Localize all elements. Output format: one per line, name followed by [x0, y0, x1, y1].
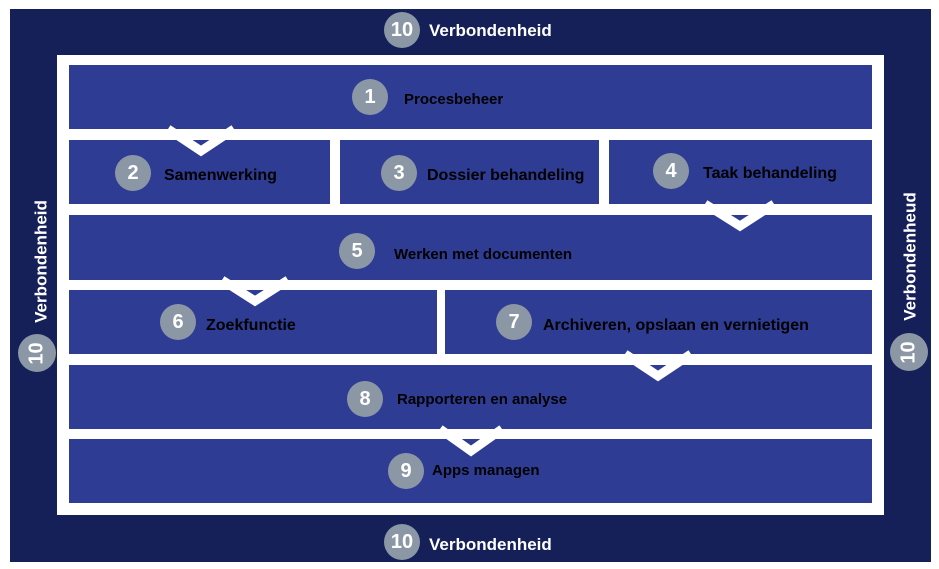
block-6-number-badge: 6: [160, 304, 196, 340]
inner-panel: [57, 55, 884, 515]
block-4-number: 4: [665, 159, 677, 182]
block-7-number-badge: 7: [496, 304, 532, 340]
chevron-8-to-9: [437, 425, 505, 457]
block-1-number: 1: [364, 85, 376, 108]
block-2-number-badge: 2: [115, 155, 151, 191]
frame-left-number-badge: 10: [18, 334, 56, 372]
chevron-1-to-2: [165, 125, 237, 157]
frame-top-number: 10: [390, 18, 414, 41]
block-2-number: 2: [127, 161, 139, 184]
block-4-label: Taak behandeling: [703, 165, 837, 182]
block-9-label: Apps managen: [432, 462, 540, 479]
block-7-label: Archiveren, opslaan en vernietigen: [543, 317, 809, 334]
block-5-number-badge: 5: [339, 233, 375, 269]
frame-bottom-number: 10: [390, 530, 414, 553]
block-5-number: 5: [351, 239, 363, 262]
block-7-number: 7: [508, 310, 520, 333]
frame-bottom-label: Verbondenheid: [429, 535, 552, 554]
block-5-label: Werken met documenten: [394, 246, 573, 263]
frame-right-number-badge: 10: [890, 333, 928, 371]
block-procesbeheer: [69, 65, 872, 129]
block-9-number-badge: 9: [388, 453, 424, 489]
frame-bottom-number-badge: 10: [384, 524, 420, 560]
block-8-number: 8: [359, 387, 371, 410]
block-3-label: Dossier behandeling: [427, 167, 585, 184]
chevron-7-to-8: [622, 350, 694, 382]
block-6-label: Zoekfunctie: [206, 317, 296, 334]
chevron-4-to-5: [702, 200, 777, 232]
chevron-5-to-6: [219, 276, 291, 307]
block-rapporteren: [69, 365, 872, 429]
frame-top-number-badge: 10: [384, 12, 420, 48]
block-3-number: 3: [393, 161, 405, 184]
block-1-number-badge: 1: [352, 79, 388, 115]
frame-top-label: Verbondenheid: [429, 21, 552, 40]
block-8-number-badge: 8: [347, 381, 383, 417]
block-3-number-badge: 3: [381, 155, 417, 191]
block-9-number: 9: [400, 459, 412, 482]
block-4-number-badge: 4: [653, 153, 689, 189]
block-8-label: Rapporteren en analyse: [397, 391, 568, 408]
block-2-label: Samenwerking: [164, 167, 277, 184]
block-6-number: 6: [172, 310, 184, 333]
block-1-label: Procesbeheer: [404, 91, 504, 108]
block-taak-behandeling: [609, 140, 872, 204]
